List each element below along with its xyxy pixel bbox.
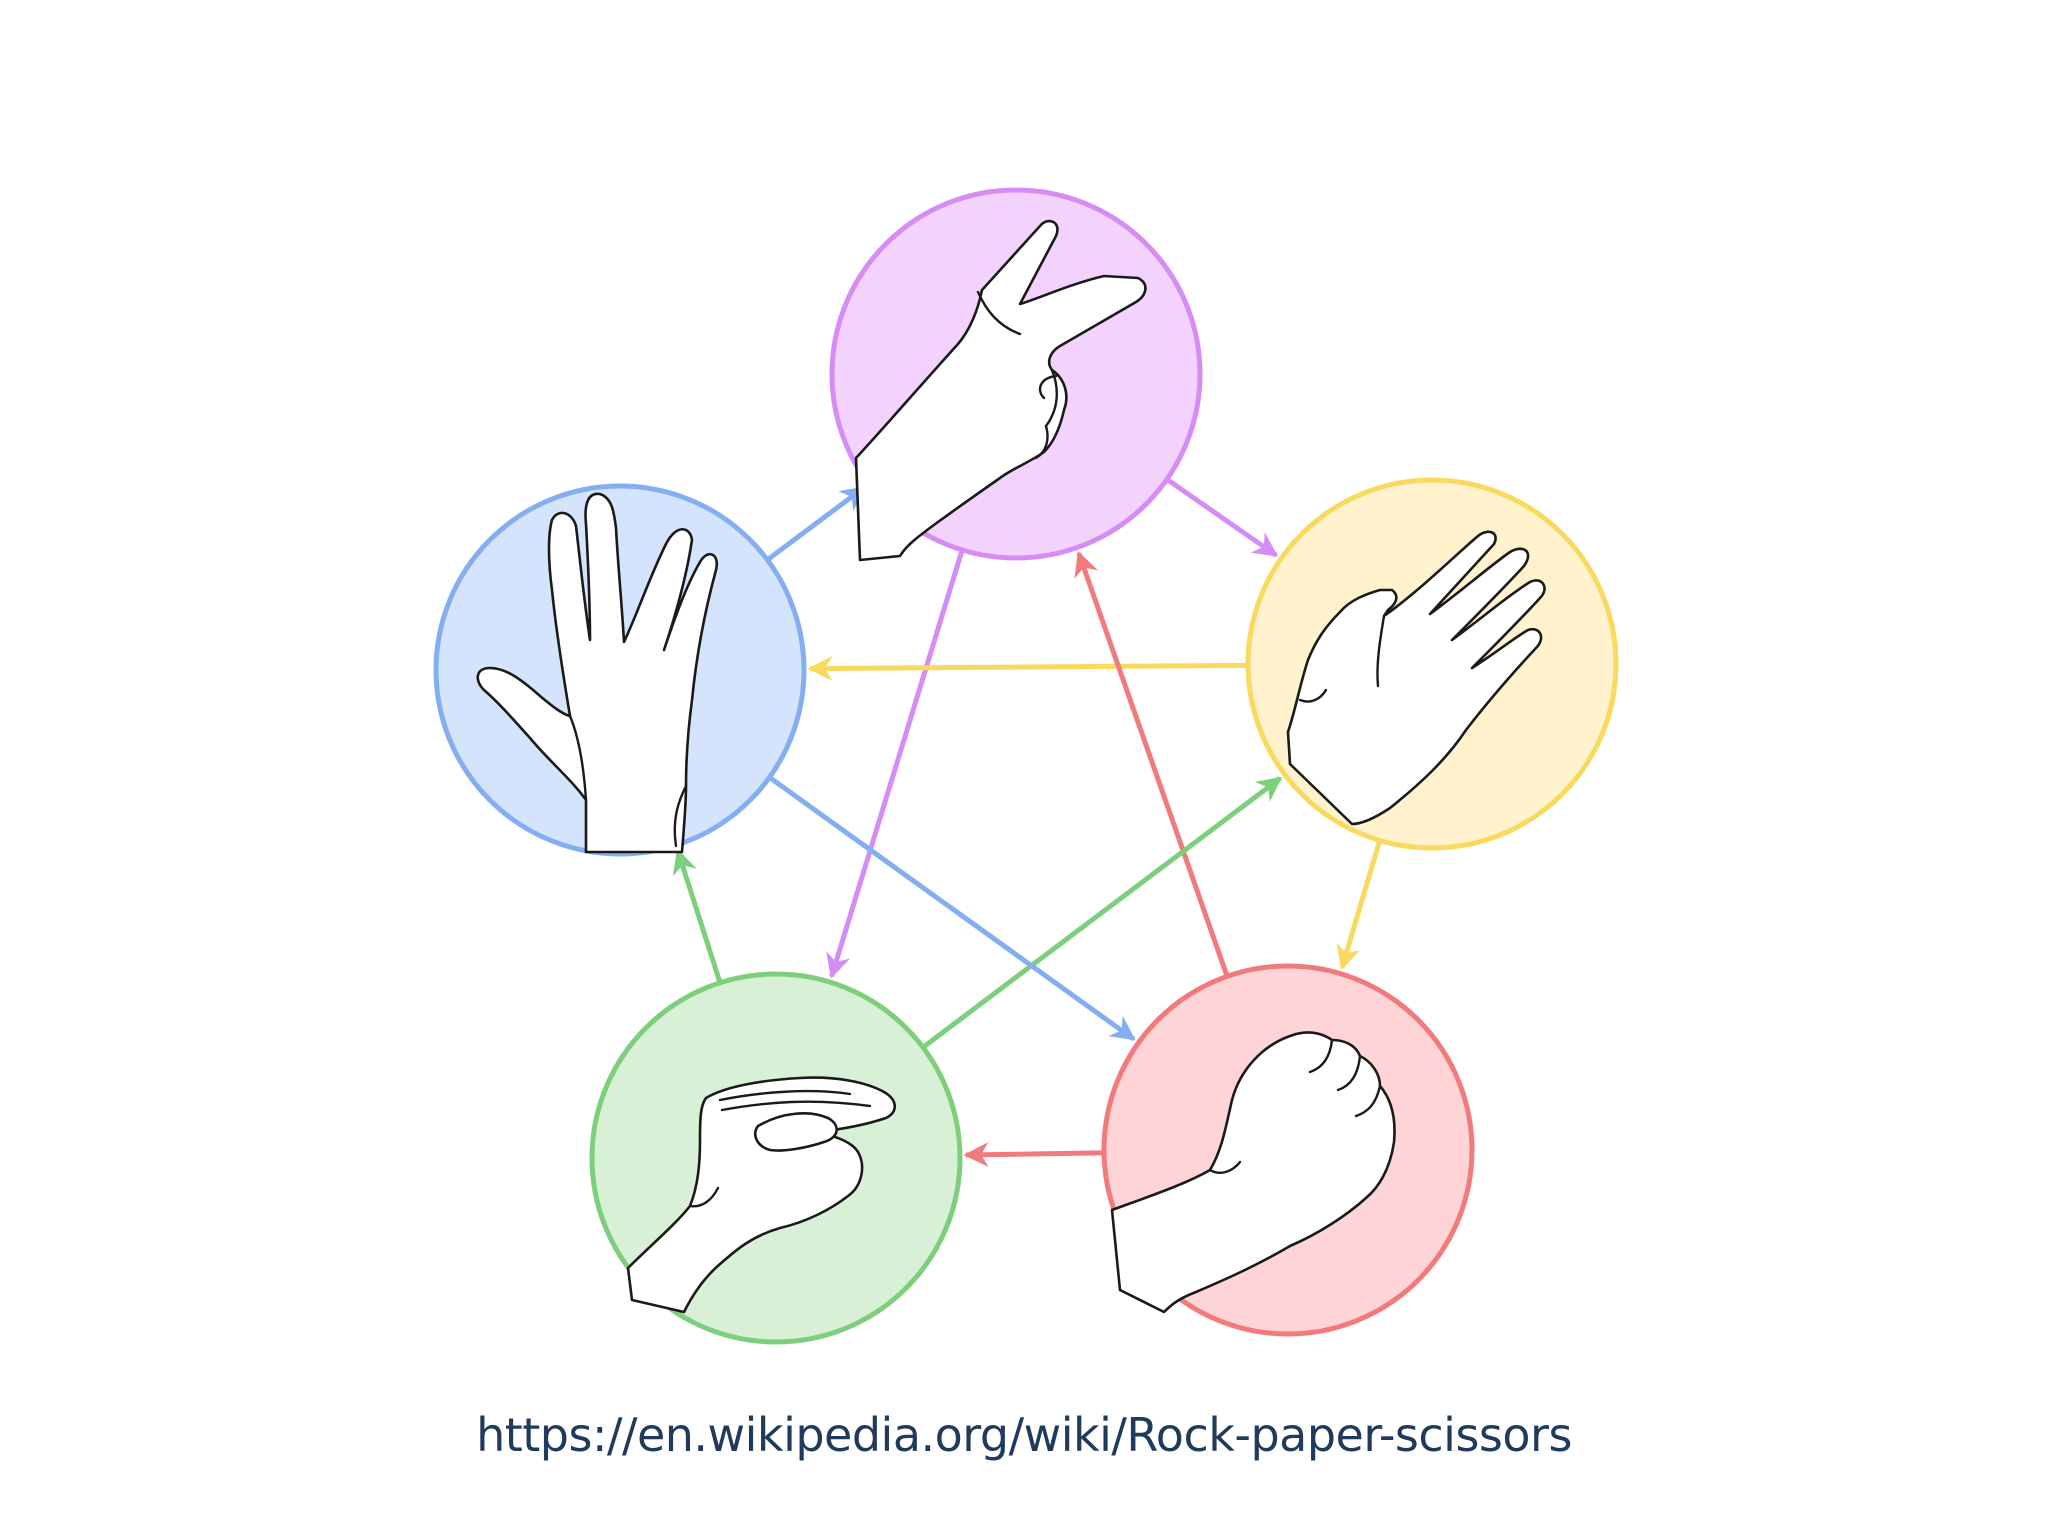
lizard-hand-icon [626, 1076, 897, 1314]
scissors-hand-icon [854, 219, 1147, 562]
edges-layer [672, 478, 1382, 1168]
node-scissors [829, 187, 1203, 562]
source-url-link[interactable]: https://en.wikipedia.org/wiki/Rock-paper… [476, 1408, 1572, 1462]
edge-paper-to-spock [807, 655, 1247, 681]
edge-rock-to-lizard [963, 1142, 1103, 1168]
edge-scissors-to-paper [1167, 478, 1279, 558]
node-rock [1101, 963, 1475, 1337]
node-paper [1245, 477, 1619, 851]
edge-rock-to-scissors [1074, 550, 1229, 976]
edge-lizard-to-paper [923, 776, 1283, 1049]
edge-spock-to-rock [769, 776, 1136, 1042]
edge-lizard-to-spock [672, 848, 722, 982]
paper-hand-icon [1286, 530, 1546, 826]
node-spock [433, 483, 807, 857]
edge-scissors-to-lizard [826, 551, 964, 979]
spock-hand-icon [476, 492, 719, 854]
edge-paper-to-rock [1336, 841, 1382, 971]
nodes-layer [433, 187, 1619, 1345]
node-lizard [589, 971, 963, 1345]
rock-fist-icon [1110, 1031, 1396, 1314]
edge-spock-to-scissors [767, 485, 866, 561]
